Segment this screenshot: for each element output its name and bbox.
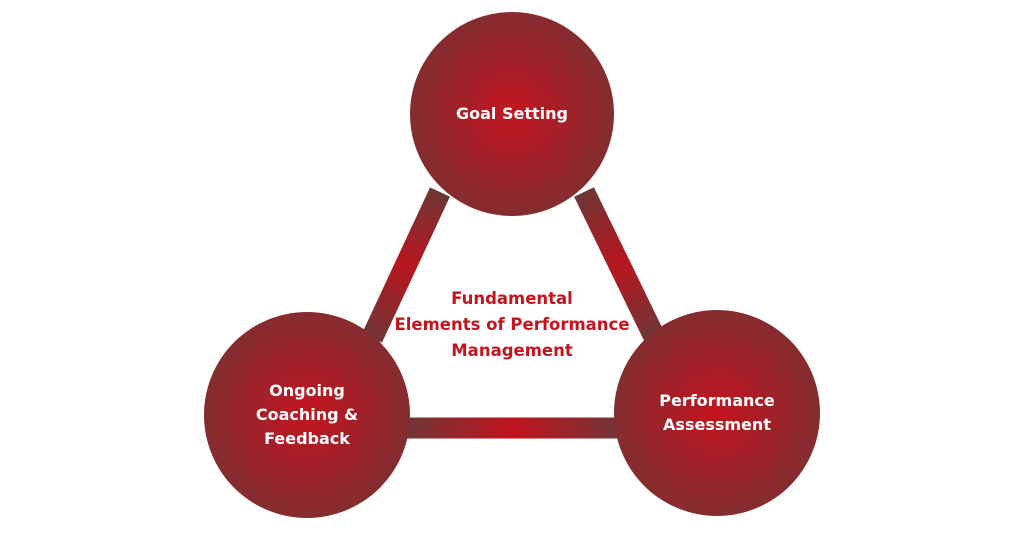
connector-goal-assessment <box>574 187 664 341</box>
goal-setting-node: Goal Setting <box>410 12 614 216</box>
performance-assessment-label: Performance Assessment <box>659 391 775 434</box>
connector-goal-coaching <box>362 187 450 343</box>
coaching-feedback-node: Ongoing Coaching & Feedback <box>204 312 410 518</box>
coaching-feedback-label: Ongoing Coaching & Feedback <box>255 381 359 448</box>
goal-setting-label: Goal Setting <box>456 104 568 123</box>
performance-assessment-node: Performance Assessment <box>614 310 820 516</box>
center-title: Fundamental Elements of Performance Mana… <box>394 289 630 360</box>
